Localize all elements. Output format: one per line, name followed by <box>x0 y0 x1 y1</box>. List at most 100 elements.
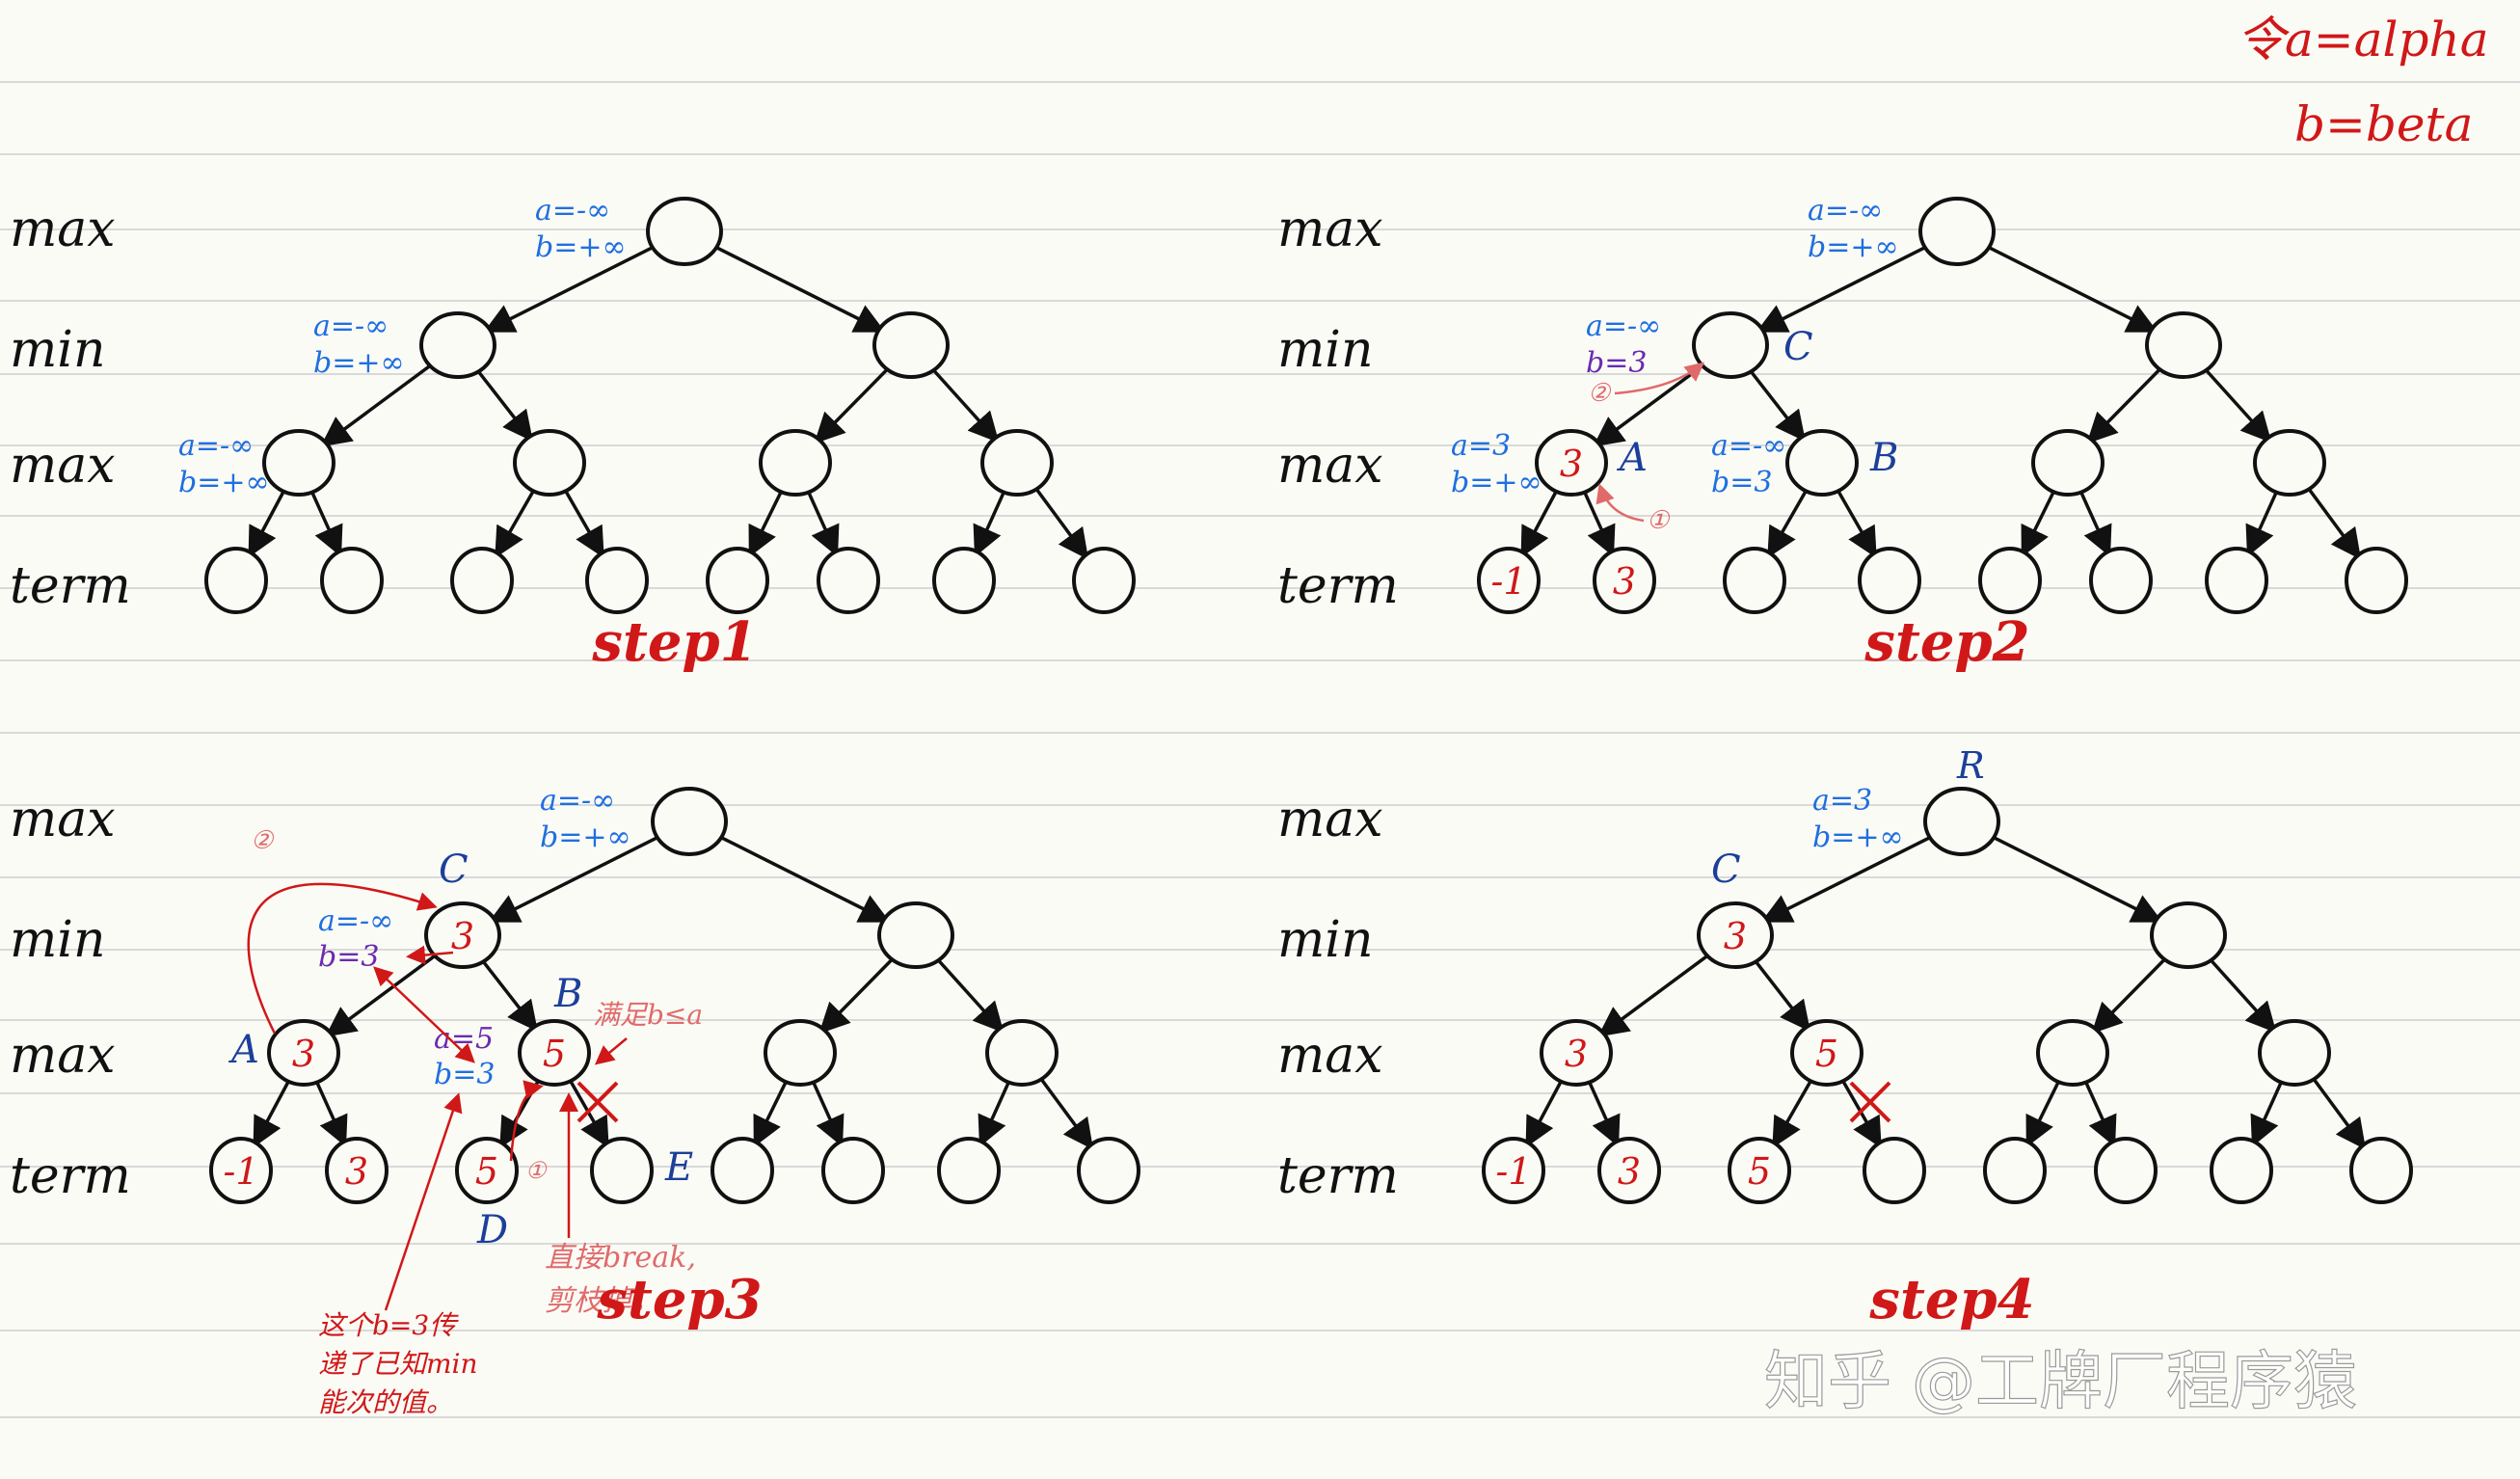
root-ab-alpha: a=-∞ <box>1808 194 1883 228</box>
edge-max-term-2 <box>1767 489 1809 558</box>
term-node-0-value: -1 <box>223 1150 258 1193</box>
legend-alpha: 令a=alpha <box>2237 12 2489 67</box>
max2-ab-beta: b=3 <box>1711 466 1772 499</box>
level-label-max-2: max <box>10 1027 116 1085</box>
note-break: 直接break, <box>545 1241 696 1275</box>
arrow-beta-link <box>406 945 454 965</box>
letter-D: D <box>476 1208 508 1252</box>
max2-ab-alpha: a=5 <box>434 1022 494 1056</box>
max-node-2 <box>2031 429 2104 497</box>
level-label-max-0: max <box>1277 791 1383 848</box>
max-ab-alpha: a=3 <box>1451 429 1511 463</box>
step-mark-1: ① <box>525 1157 548 1184</box>
root-ab-alpha: a=-∞ <box>535 194 610 228</box>
max-node-0-value: 3 <box>1565 1033 1588 1075</box>
edge-min-max-0 <box>320 363 433 447</box>
edge-max-term-5 <box>2078 491 2112 557</box>
edge-root-min-0 <box>488 835 659 923</box>
edge-min-max-2 <box>814 367 890 444</box>
root-ab-beta: b=+∞ <box>1808 230 1898 264</box>
tree-edges <box>253 835 1094 1150</box>
edge-min-max-3 <box>2209 958 2277 1034</box>
min-node-1 <box>877 901 954 969</box>
edge-max-term-7 <box>2307 487 2362 560</box>
term-node-5 <box>821 1137 885 1204</box>
max-ab-alpha: a=-∞ <box>178 429 254 463</box>
root-ab-beta: b=+∞ <box>540 820 630 854</box>
edge-root-min-1 <box>1992 835 2163 923</box>
level-label-term-3: term <box>1277 1147 1399 1205</box>
arrow-step-2 <box>1614 362 1705 395</box>
legend-beta: b=beta <box>2294 96 2473 152</box>
edge-max-term-5 <box>811 1081 844 1147</box>
term-node-0 <box>1482 1137 1545 1204</box>
term-node-0 <box>1477 547 1541 614</box>
panel-step1: maxminmaxterma=-∞b=+∞a=-∞b=+∞a=-∞b=+∞ste… <box>10 194 1136 674</box>
tree-edges <box>1525 835 2367 1150</box>
max-node-0-value: 3 <box>292 1033 315 1075</box>
note-condition: 满足b≤a <box>593 999 703 1031</box>
max-ab-beta: b=+∞ <box>178 466 269 499</box>
edge-max-term-3 <box>563 489 604 558</box>
min-node-1 <box>2145 311 2222 379</box>
edge-max-term-4 <box>2021 490 2056 558</box>
tree-edges <box>248 245 1089 560</box>
max-node-1 <box>513 429 586 497</box>
term-node-3 <box>585 547 649 614</box>
letter-E: E <box>664 1145 693 1190</box>
edge-min-max-2 <box>818 957 895 1035</box>
edge-max-term-0 <box>253 1080 291 1148</box>
arrow-step-1 <box>1595 483 1645 523</box>
min-node-0 <box>419 311 496 379</box>
panel-title: step1 <box>591 610 757 674</box>
term-node-4 <box>706 547 769 614</box>
edge-max-term-1 <box>1587 1081 1621 1147</box>
term-node-1-value: 3 <box>345 1150 368 1193</box>
level-label-term-3: term <box>10 557 131 615</box>
step-mark-2: ② <box>1588 379 1612 408</box>
panel-title: step2 <box>1863 610 2029 674</box>
prune-cross <box>576 1081 619 1123</box>
edge-max-term-4 <box>753 1080 789 1148</box>
term-node-6 <box>2205 547 2268 614</box>
root-ab-beta: b=+∞ <box>1812 820 1903 854</box>
root-node <box>651 787 728 856</box>
level-label-max-0: max <box>10 201 116 258</box>
term-node-2 <box>1723 547 1786 614</box>
level-label-min-1: min <box>1277 911 1373 969</box>
max-node-2 <box>2036 1019 2109 1087</box>
term-node-1 <box>1593 547 1656 614</box>
min-ab-beta: b=3 <box>1586 346 1647 380</box>
max-node-0 <box>262 429 335 497</box>
edge-min-max-1 <box>481 959 538 1033</box>
edge-max-term-7 <box>1039 1077 1094 1150</box>
step-mark-1: ① <box>1647 506 1671 535</box>
max-node-1-value: 5 <box>543 1033 566 1075</box>
note-pass-2: 递了已知min <box>318 1348 478 1380</box>
max2-ab-alpha: a=-∞ <box>1711 429 1786 463</box>
max-node-1-value: 5 <box>1815 1033 1838 1075</box>
max-node-1 <box>1785 429 1859 497</box>
edge-root-min-1 <box>719 835 891 923</box>
term-node-4 <box>710 1137 774 1204</box>
term-node-7 <box>1077 1137 1140 1204</box>
min-node-0 <box>1697 901 1774 969</box>
term-node-7 <box>1072 547 1136 614</box>
letter-R: R <box>1956 744 1985 787</box>
term-node-0-value: -1 <box>1495 1150 1531 1193</box>
max-node-0-value: 3 <box>1560 443 1583 485</box>
edge-min-max-2 <box>2091 957 2167 1035</box>
term-node-4 <box>1983 1137 2047 1204</box>
term-node-1 <box>320 547 384 614</box>
term-node-5 <box>2094 1137 2158 1204</box>
arrow-step-1 <box>509 1080 544 1162</box>
min-node-1 <box>2150 901 2227 969</box>
term-node-2 <box>455 1137 519 1204</box>
min-ab-alpha: a=-∞ <box>313 309 389 343</box>
letter-B: B <box>553 972 582 1016</box>
edge-min-max-3 <box>931 368 1000 444</box>
term-node-2 <box>1728 1137 1791 1204</box>
max-node-3 <box>2258 1019 2331 1087</box>
